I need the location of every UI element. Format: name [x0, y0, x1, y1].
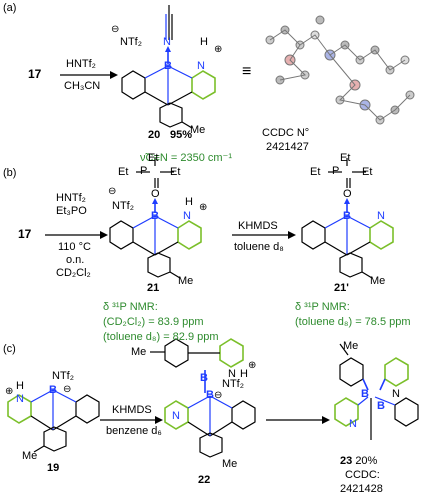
atom-h-a: H [200, 36, 208, 48]
et-left-21: Et [118, 166, 129, 178]
atom-b-a: B [164, 60, 172, 72]
anion-ntf2-22: NTf₂ [222, 378, 244, 390]
equivalence-sign: ≡ [242, 63, 252, 80]
atom-n-21: N [183, 210, 191, 222]
ring-a-lower [159, 102, 183, 128]
ring-a-pyridine [191, 70, 216, 100]
methyl-21: Me [178, 275, 194, 287]
nmr-header-21: δ ³¹P NMR: [103, 301, 158, 313]
atom-n-acetonitrile: N [163, 36, 171, 48]
yield-23: 20% [355, 455, 378, 467]
methyl-22-top: Me [131, 346, 147, 358]
compound-23: 23 [340, 455, 353, 467]
panel-label-a: (a) [3, 2, 17, 14]
solvent-benzene-c: benzene d₆ [106, 425, 162, 437]
plus-charge-19: ⊕ [5, 386, 14, 397]
methyl-23: Me [343, 340, 359, 352]
anion-ntf2-19: NTf₂ [52, 370, 74, 382]
anion-ntf2-b: NTf₂ [112, 200, 134, 212]
nmr-21-cd2cl2: (CD₂Cl₂) = 83.9 ppm [103, 316, 204, 328]
base-khmds-c: KHMDS [112, 404, 152, 416]
solvent-toluene-b: toluene d₈ [234, 241, 284, 253]
atom-n-23-top: N [392, 388, 400, 400]
condition-time-b: o.n. [66, 254, 85, 266]
plus-charge-a: ⊕ [214, 44, 223, 55]
atom-p-21p: P [332, 165, 340, 177]
atom-b-23-left: B [361, 388, 369, 400]
atom-n-22-bottom: N [172, 410, 180, 422]
minus-charge-22: ⊖ [214, 390, 223, 401]
compound-19: 19 [47, 462, 60, 474]
atom-n-19: N [16, 393, 24, 405]
atom-h-22: H [240, 368, 248, 380]
minus-charge-b: ⊖ [108, 186, 117, 197]
yield-20: 95% [170, 129, 193, 141]
ccdc-label-a: CCDC N° [262, 127, 310, 139]
compound-21p: 21' [334, 282, 349, 294]
atom-b-21p: B [343, 210, 351, 222]
ir-stretch-label: ν̃C≡N = 2350 cm⁻¹ [140, 152, 233, 164]
methyl-a: Me [190, 124, 206, 136]
condition-solvent-b: CD₂Cl₂ [56, 267, 91, 279]
methyl-22-bottom: Me [222, 458, 238, 470]
atom-b-21: B [151, 210, 159, 222]
atom-b-23-right: B [377, 400, 385, 412]
compound-23-row: 23 20% [340, 455, 377, 467]
panel-label-c: (c) [3, 343, 16, 355]
plus-charge-22: ⊕ [248, 360, 257, 371]
atom-o-21p: O [343, 188, 352, 200]
compound-22: 22 [198, 474, 211, 486]
atom-h-19: H [16, 380, 24, 392]
base-khmds-b: KHMDS [238, 220, 278, 232]
ccdc-label-c: CCDC: [345, 469, 380, 481]
nmr-header-21p: δ ³¹P NMR: [295, 301, 350, 313]
panel-b-structure [45, 158, 394, 279]
atom-b-22-bottom: B [206, 389, 214, 401]
atom-n-23-bottom: N [349, 418, 357, 430]
atom-n-pyridine-a: N [197, 60, 205, 72]
minus-charge-a: ⊖ [111, 24, 120, 35]
et-left-21p: Et [310, 166, 321, 178]
reactant-17-b: 17 [18, 227, 32, 241]
ring-a-left [121, 70, 146, 100]
anion-ntf2-a: NTf₂ [120, 36, 142, 48]
reactant-17-a: 17 [28, 67, 42, 81]
condition-temp-b: 110 °C [58, 241, 91, 253]
reagent-hntf2-a: HNTf₂ [66, 58, 96, 70]
et-top-21: Et [148, 152, 159, 164]
ccdc-number-c: 2421428 [340, 483, 383, 495]
panel-a-structure [60, 5, 216, 129]
product-20: 20 [148, 129, 161, 141]
ccdc-number-a: 2421427 [266, 141, 309, 153]
plus-charge-b: ⊕ [199, 202, 208, 213]
reagent-ch3cn-a: CH₃CN [64, 80, 101, 92]
compound-21: 21 [147, 282, 160, 294]
methyl-19: Me [22, 450, 38, 462]
atom-b-22-top: B [200, 372, 208, 384]
atom-h-21: H [185, 196, 193, 208]
et-top-21p: Et [340, 152, 351, 164]
panel-c-structure [7, 338, 419, 458]
et-right-21: Et [170, 166, 181, 178]
panel-label-b: (b) [3, 167, 17, 179]
et-right-21p: Et [362, 166, 373, 178]
atom-b-19: B [49, 384, 57, 396]
nmr-21-toluene: (toluene d₈) = 82.9 ppm [103, 331, 219, 343]
atom-n-21p: N [377, 210, 385, 222]
atom-n-22-top: N [228, 368, 236, 380]
atom-o-21: O [151, 188, 160, 200]
crystal-structure-20 [265, 15, 415, 125]
minus-charge-19: ⊖ [63, 384, 72, 395]
condition-et3po-b: Et₃PO [56, 205, 87, 217]
atom-p-21: P [140, 165, 148, 177]
condition-hntf2-b: HNTf₂ [56, 192, 86, 204]
methyl-21p: Me [370, 275, 386, 287]
nmr-21p-toluene: (toluene d₈) = 78.5 ppm [295, 316, 411, 328]
